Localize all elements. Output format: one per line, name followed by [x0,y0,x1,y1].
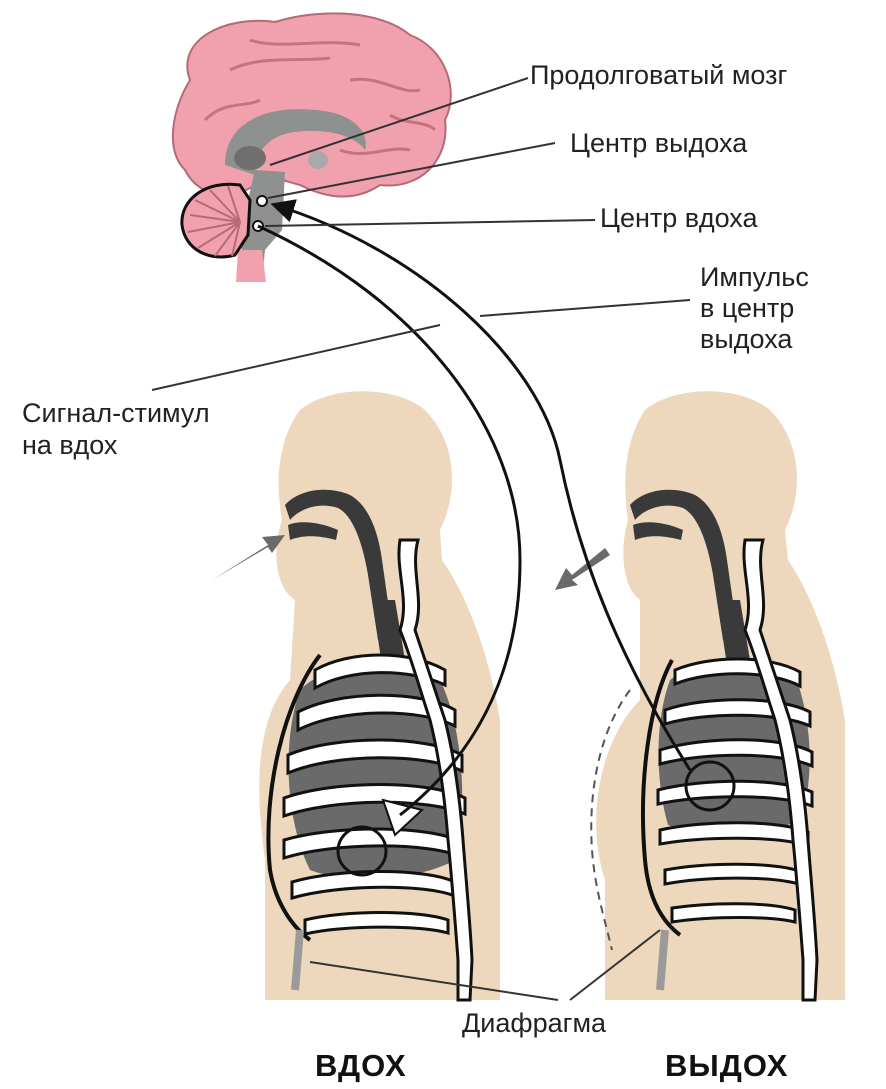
label-inhale-center: Центр вдоха [600,203,758,234]
label-impulse-line2: в центр [700,293,794,324]
exhale-center-dot [257,196,267,206]
cerebrum [173,13,451,196]
pituitary [308,151,328,169]
exhale-figure [555,391,845,1000]
label-signal-line2: на вдох [22,430,117,461]
label-impulse-line3: выдоха [700,324,792,355]
label-diaphragm: Диафрагма [462,1008,606,1039]
caption-inhale: ВДОХ [315,1048,407,1084]
label-exhale-center: Центр выдоха [570,128,747,159]
thalamus [234,146,266,170]
exhale-diaphragm [660,930,665,990]
inhale-airflow-arrow [212,535,285,580]
inhale-diaphragm [295,930,300,990]
brain [173,13,451,282]
exhale-airflow-arrow [555,548,610,590]
spinal-cord [236,250,266,282]
label-medulla: Продолговатый мозг [530,60,787,91]
label-signal-line1: Сигнал-стимул [22,398,210,429]
inhale-figure [212,391,500,1000]
caption-exhale: ВЫДОХ [665,1048,788,1084]
label-impulse-line1: Импульс [700,262,809,293]
